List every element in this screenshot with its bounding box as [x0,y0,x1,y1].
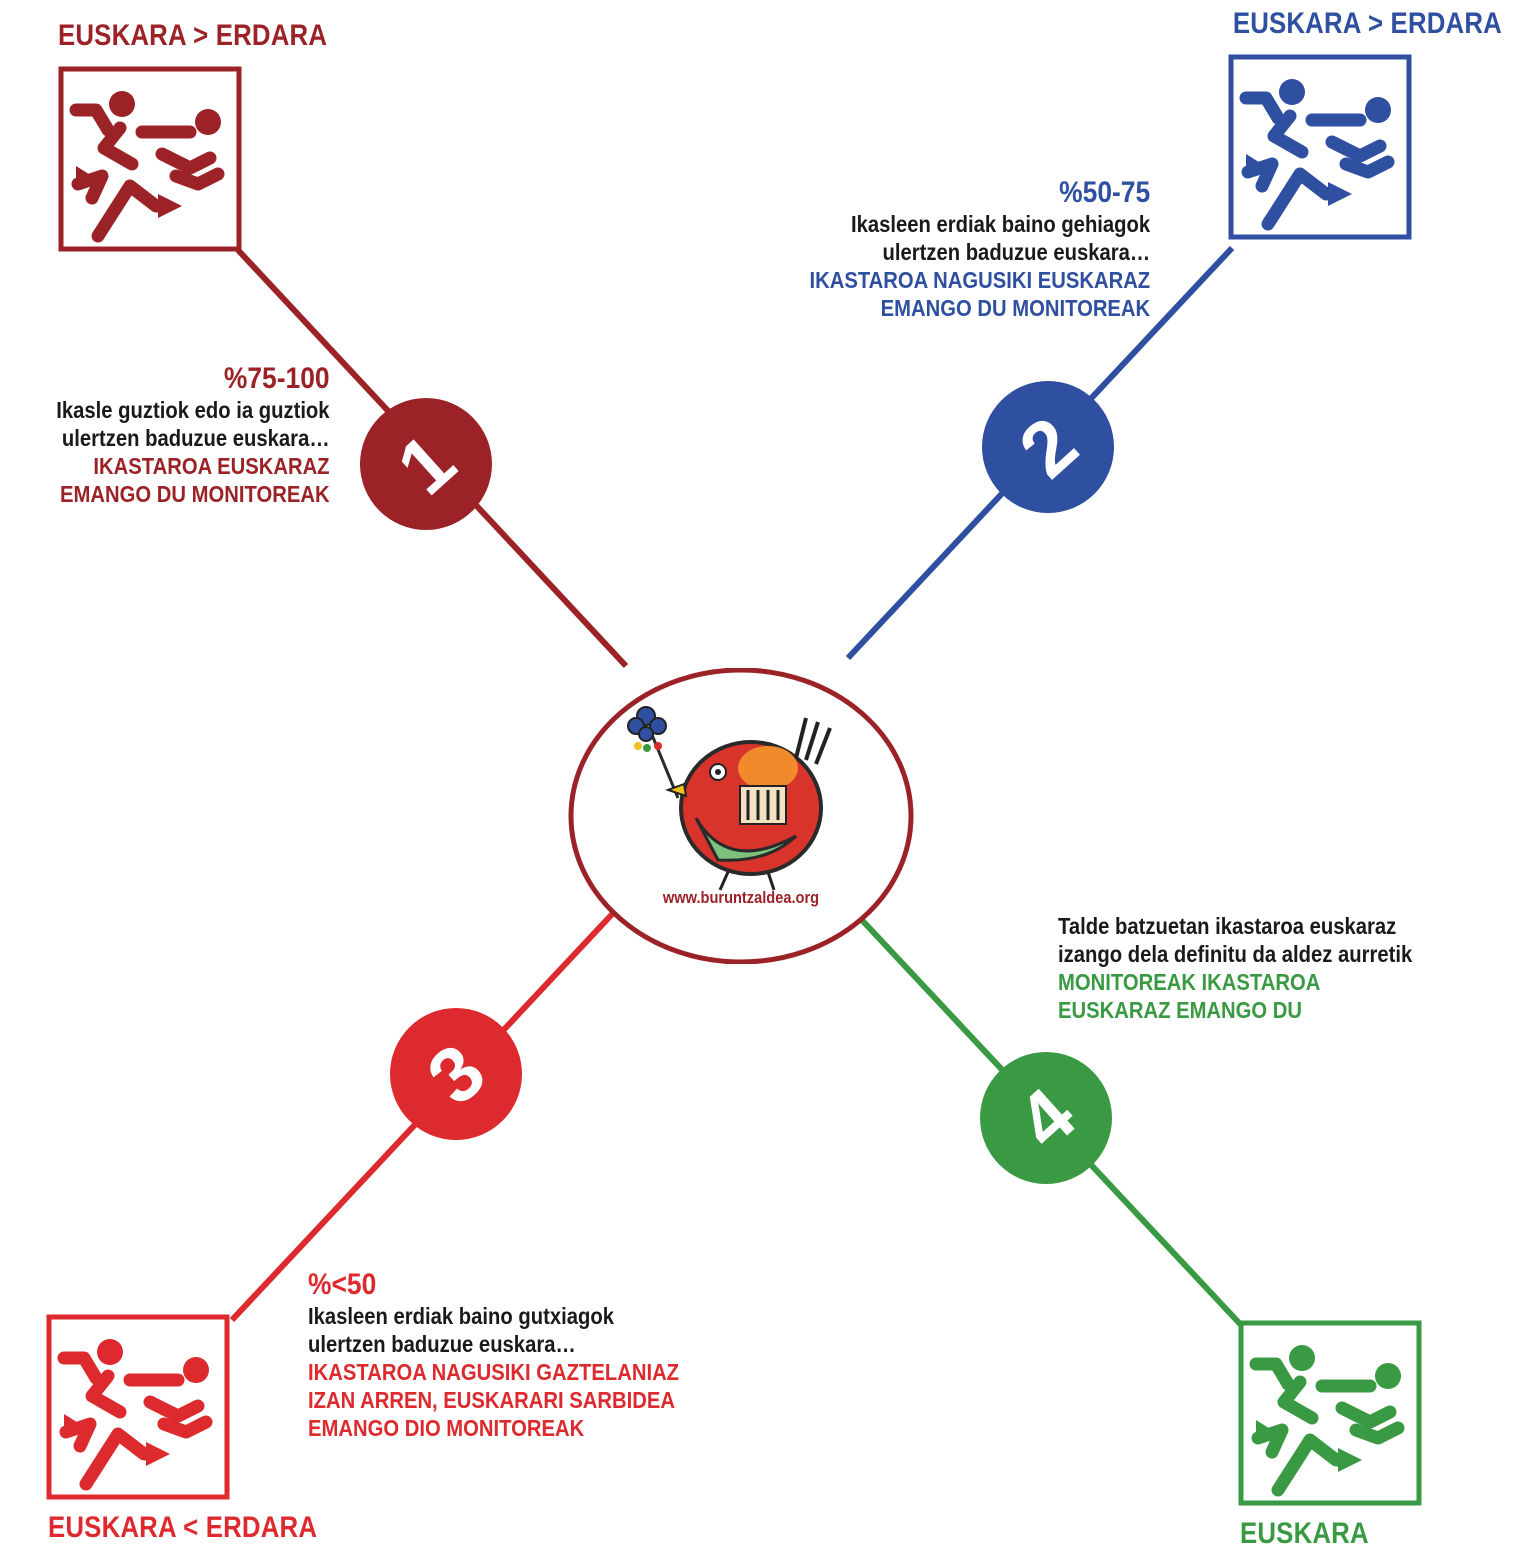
description-3-line-1: Ikasleen erdiak baino gutxiagok [308,1303,614,1329]
pictogram-box-4 [1238,1320,1422,1506]
language-label-3: EUSKARA < ERDARA [48,1511,318,1544]
percentage-1: %75-100 [224,362,330,395]
outcome-1-line-2: EMANGO DU MONITOREAK [60,481,330,507]
description-2-line-2: ulertzen baduzue euskara… [882,239,1150,265]
outcome-4-line-2: EUSKARAZ EMANGO DU [1058,997,1303,1023]
pictogram-box-2 [1228,54,1412,240]
number-circle-3: 3 [388,1006,524,1142]
outcome-4-line-1: MONITOREAK IKASTAROA [1058,969,1321,995]
description-1-line-1: Ikasle guztiok edo ia guztiok [56,397,330,423]
center-logo [568,667,914,965]
language-label-2: EUSKARA > ERDARA [1232,7,1502,40]
number-circle-1: 1 [358,396,494,532]
pictogram-box-3 [46,1314,230,1500]
outcome-3-line-3: EMANGO DIO MONITOREAK [308,1415,585,1441]
runners-pictogram-icon [1249,1345,1405,1497]
outcome-2-line-1: IKASTAROA NAGUSIKI EUSKARAZ [809,267,1150,293]
language-label-4: EUSKARA [1240,1517,1369,1550]
option-4-card: Talde batzuetan ikastaroa euskaraz izang… [1058,912,1412,1024]
percentage-3: %<50 [308,1268,377,1301]
outcome-3-line-2: IZAN ARREN, EUSKARARI SARBIDEA [308,1387,675,1413]
runners-pictogram-icon [69,91,225,243]
description-4-line-1: Talde batzuetan ikastaroa euskaraz [1058,913,1397,939]
outcome-2-line-2: EMANGO DU MONITOREAK [880,295,1151,321]
website-url[interactable]: www.buruntzaldea.org [662,888,820,907]
bird-logo-icon [627,706,832,891]
option-3-card: %<50 Ikasleen erdiak baino gutxiagok ule… [308,1268,679,1442]
runners-pictogram-icon [57,1339,213,1491]
number-circle-2: 2 [980,379,1116,515]
option-2-card: %50-75 Ikasleen erdiak baino gehiagok ul… [809,176,1150,322]
description-2-line-1: Ikasleen erdiak baino gehiagok [850,211,1150,237]
option-1-card: %75-100 Ikasle guztiok edo ia guztiok ul… [57,362,330,508]
description-4-line-2: izango dela definitu da aldez aurretik [1058,941,1413,967]
outcome-3-line-1: IKASTAROA NAGUSIKI GAZTELANIAZ [308,1359,680,1385]
outcome-1-line-1: IKASTAROA EUSKARAZ [93,453,330,479]
pictogram-box-1 [58,66,242,252]
language-label-1: EUSKARA > ERDARA [58,19,328,52]
number-circle-4: 4 [978,1050,1114,1186]
description-1-line-2: ulertzen baduzue euskara… [62,425,330,451]
runners-pictogram-icon [1239,79,1395,231]
percentage-2: %50-75 [1059,176,1150,209]
description-3-line-2: ulertzen baduzue euskara… [308,1331,576,1357]
